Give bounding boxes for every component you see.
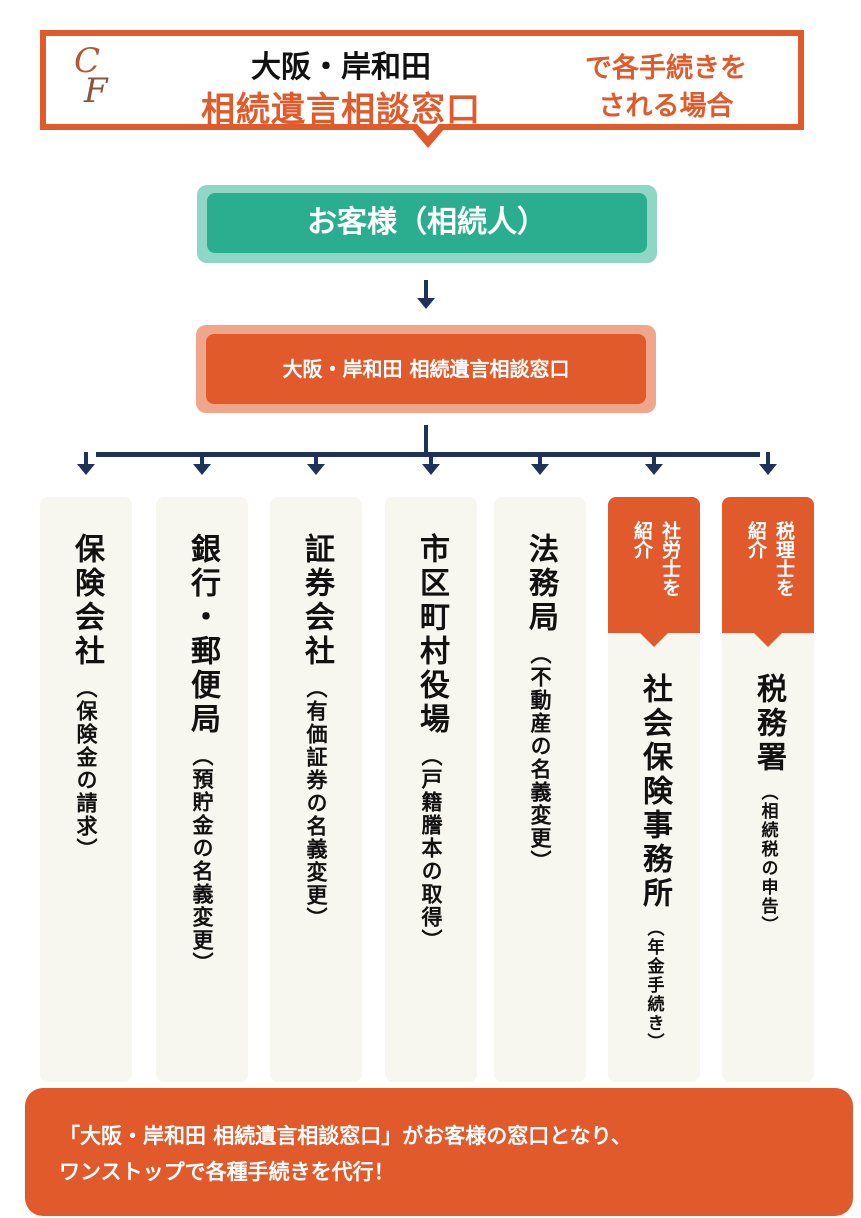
- destination-detail: （預貯金の名義変更）: [190, 745, 214, 975]
- arrow-down-icon: [417, 298, 435, 309]
- footer-line1: 「大阪・岸和田 相続遺言相談窓口」がお客様の窓口となり、: [59, 1124, 632, 1148]
- referral-tag: 税理士を 紹介: [722, 497, 814, 647]
- arrow-down-icon: [645, 464, 663, 475]
- destination-card: 銀行・郵便局 （預貯金の名義変更）: [156, 497, 248, 1082]
- destination-detail: （有価証券の名義変更）: [304, 677, 328, 930]
- branch-shaft: [84, 452, 88, 466]
- destination-name: 税務署: [751, 673, 786, 775]
- destination-card: 税理士を 紹介税務署 （相続税の申告）: [722, 497, 814, 1082]
- arrow-down-icon: [307, 464, 325, 475]
- footer-banner: 「大阪・岸和田 相続遺言相談窓口」がお客様の窓口となり、 ワンストップで各種手続…: [25, 1088, 853, 1216]
- arrow-shaft: [424, 280, 428, 300]
- header-location: 大阪・岸和田: [251, 50, 431, 85]
- destination-name: 市区町村役場: [414, 533, 449, 737]
- header-pointer-inner: [417, 124, 439, 136]
- branch-trunk: [424, 425, 428, 455]
- header-subtitle: で各手続きを される場合: [546, 50, 786, 126]
- branch-shaft: [314, 452, 318, 466]
- arrow-down-icon: [531, 464, 549, 475]
- arrow-down-icon: [759, 464, 777, 475]
- referral-tag-text: 社労士を 紹介: [631, 521, 681, 597]
- destination-text: 銀行・郵便局 （預貯金の名義変更）: [156, 533, 248, 1073]
- destination-card: 証券会社 （有価証券の名義変更）: [270, 497, 362, 1082]
- branch-shaft: [200, 452, 204, 466]
- customer-box: お客様（相続人）: [197, 185, 657, 263]
- destination-name: 社会保険事務所: [637, 673, 672, 911]
- destination-text: 法務局 （不動産の名義変更）: [494, 533, 586, 1073]
- office-box: 大阪・岸和田 相続遺言相談窓口: [196, 325, 656, 413]
- destination-name: 保険会社: [69, 533, 104, 669]
- branch-shaft: [538, 452, 542, 466]
- footer-line2: ワンストップで各種手続きを代行！: [59, 1160, 395, 1184]
- header-title: 相続遺言相談窓口: [201, 90, 481, 130]
- destination-text: 証券会社 （有価証券の名義変更）: [270, 533, 362, 1073]
- destination-detail: （年金手続き）: [643, 919, 664, 1052]
- branch-bar: [96, 452, 760, 457]
- referral-tag: 社労士を 紹介: [608, 497, 700, 647]
- header-subtitle-line2: される場合: [598, 91, 734, 122]
- arrow-down-icon: [77, 464, 95, 475]
- referral-tag-text: 税理士を 紹介: [745, 521, 795, 597]
- destination-name: 法務局: [523, 533, 558, 635]
- destination-text: 税務署 （相続税の申告）: [722, 673, 814, 1073]
- arrow-down-icon: [422, 464, 440, 475]
- branch-shaft: [766, 452, 770, 466]
- destination-text: 社会保険事務所 （年金手続き）: [608, 673, 700, 1073]
- destination-card: 社労士を 紹介社会保険事務所 （年金手続き）: [608, 497, 700, 1082]
- destination-text: 保険会社 （保険金の請求）: [40, 533, 132, 1073]
- destination-detail: （保険金の請求）: [74, 677, 98, 861]
- customer-label: お客様（相続人）: [207, 193, 647, 253]
- branch-shaft: [429, 452, 433, 466]
- header-subtitle-line1: で各手続きを: [585, 53, 747, 84]
- destination-card: 保険会社 （保険金の請求）: [40, 497, 132, 1082]
- destination-card: 法務局 （不動産の名義変更）: [494, 497, 586, 1082]
- destination-detail: （相続税の申告）: [757, 783, 778, 935]
- branch-shaft: [652, 452, 656, 466]
- destination-card: 市区町村役場 （戸籍謄本の取得）: [385, 497, 477, 1082]
- office-label: 大阪・岸和田 相続遺言相談窓口: [206, 334, 646, 404]
- destination-text: 市区町村役場 （戸籍謄本の取得）: [385, 533, 477, 1073]
- destination-name: 証券会社: [299, 533, 334, 669]
- destination-detail: （不動産の名義変更）: [528, 643, 552, 873]
- destination-detail: （戸籍謄本の取得）: [419, 745, 443, 952]
- arrow-down-icon: [193, 464, 211, 475]
- destination-name: 銀行・郵便局: [185, 533, 220, 737]
